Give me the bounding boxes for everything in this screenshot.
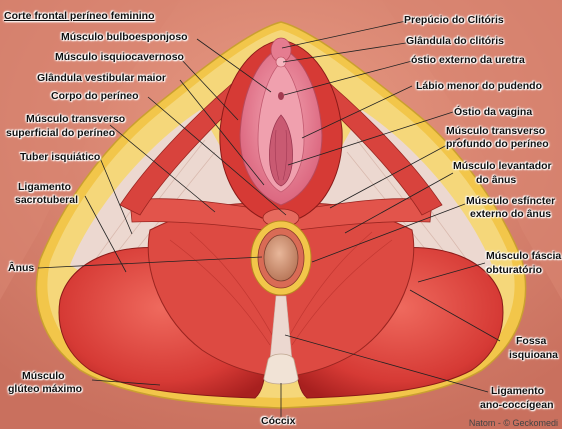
label-sacrotuberal-1: Ligamento — [18, 181, 71, 193]
label-transverso-profundo-1: Músculo transverso — [446, 125, 545, 137]
image-credit: Natom - © Geckomedi — [469, 418, 558, 428]
label-transverso-superficial-2: superficial do períneo — [6, 127, 115, 139]
label-fascia-1: Músculo fáscia — [486, 250, 561, 262]
label-anus: Ânus — [8, 262, 34, 274]
label-bulboesponjoso: Músculo bulboesponjoso — [61, 31, 188, 43]
label-fascia-2: obturatório — [486, 264, 542, 276]
label-fossa-1: Fossa — [516, 335, 546, 347]
label-ostio-uretra: óstio externo da uretra — [411, 54, 525, 66]
label-fossa-2: isquioana — [509, 349, 558, 361]
label-labio-menor: Lábio menor do pudendo — [416, 80, 542, 92]
diagram-title: Corte frontal períneo feminino — [4, 10, 155, 22]
label-esfincter-2: externo do ânus — [470, 208, 551, 220]
anus — [264, 235, 298, 281]
label-coccix: Cóccix — [261, 415, 295, 427]
label-glandula-vestibular: Glândula vestibular maior — [37, 72, 166, 84]
label-gluteo-2: glúteo máximo — [8, 383, 82, 395]
label-esfincter-1: Músculo esfíncter — [466, 195, 555, 207]
urethral-orifice — [278, 92, 284, 100]
label-gluteo-1: Músculo — [22, 370, 65, 382]
label-tuber-isquiatico: Tuber isquiático — [20, 151, 100, 163]
label-ano-coccigeo-1: Ligamento — [491, 385, 544, 397]
label-sacrotuberal-2: sacrotuberal — [15, 194, 78, 206]
label-isquiocavernoso: Músculo isquiocavernoso — [55, 51, 184, 63]
label-transverso-profundo-2: profundo do períneo — [446, 138, 549, 150]
label-glandula-clitoris: Glândula do clitóris — [406, 35, 504, 47]
label-levantador-2: do ânus — [476, 174, 516, 186]
label-levantador-1: Músculo levantador — [453, 160, 552, 172]
label-transverso-superficial-1: Músculo transverso — [26, 113, 125, 125]
label-ostio-vagina: Óstio da vagina — [454, 106, 532, 118]
label-prepucio-clitoris: Prepúcio do Clitóris — [404, 14, 504, 26]
label-corpo-perineo: Corpo do períneo — [51, 90, 139, 102]
coccyx — [264, 354, 298, 384]
label-ano-coccigeo-2: ano-coccígean — [480, 399, 554, 411]
